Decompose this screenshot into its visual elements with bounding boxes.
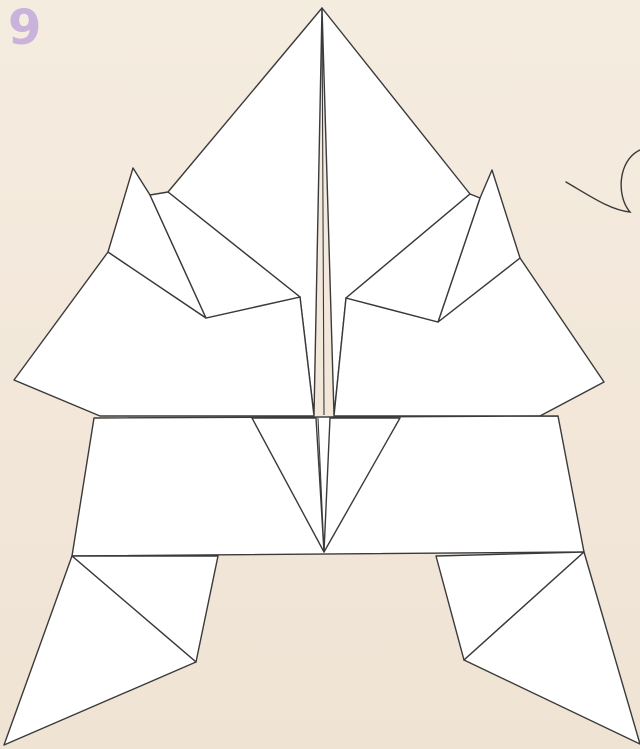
rotation-arrow-icon	[566, 150, 640, 212]
